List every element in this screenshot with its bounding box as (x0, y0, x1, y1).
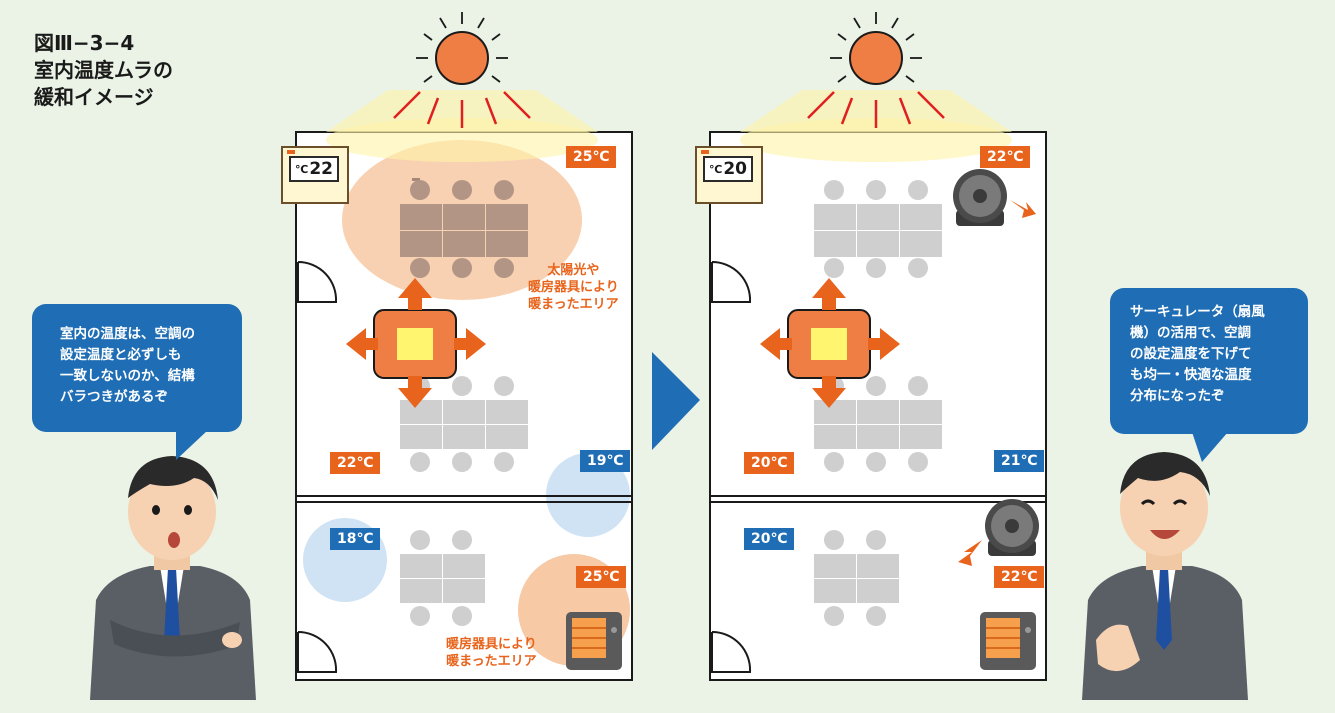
temp-label-bottom-right: 22℃ (994, 566, 1045, 588)
door (297, 260, 338, 303)
desk-cluster (814, 180, 942, 278)
heater-icon (980, 612, 1036, 670)
note-line: 暖まったエリア (446, 654, 537, 669)
door (297, 630, 338, 673)
title-line: 図Ⅲ−3−4 (34, 31, 135, 55)
desk-cluster (814, 376, 942, 472)
figure-title: 図Ⅲ−3−4 室内温度ムラの 緩和イメージ (34, 30, 173, 111)
person-icon (90, 452, 1248, 700)
note-line: 暖まったエリア (528, 297, 619, 312)
speech-line: サーキュレータ（扇風 (1130, 304, 1265, 320)
temp-label-top-right: 22℃ (980, 146, 1031, 168)
air-conditioner-icon (346, 278, 486, 408)
note-sun-heater: 太陽光や 暖房器具により 暖まったエリア (528, 262, 619, 313)
title-line: 室内温度ムラの (34, 58, 173, 82)
desk-cluster (400, 530, 485, 626)
temp-label-mid-right: 21℃ (994, 450, 1045, 472)
note-heater: 暖房器具により 暖まったエリア (446, 636, 537, 670)
thermostat-unit: ℃ (295, 162, 309, 176)
speech-line: 室内の温度は、空調の (60, 326, 195, 342)
air-conditioner-icon (760, 278, 900, 408)
next-arrow-icon (652, 352, 700, 450)
heater-icon (566, 612, 622, 670)
temp-label-mid-left: 20℃ (744, 452, 795, 474)
speech-line: バラつきがあるぞ (60, 389, 168, 405)
thermostat-display: ℃ 22 (289, 156, 339, 182)
speech-line: 機）の活用で、空調 (1130, 325, 1251, 341)
speech-bubble-after: サーキュレータ（扇風 機）の活用で、空調 の設定温度を下げて も均一・快適な温度… (1110, 288, 1308, 434)
speech-bubble-before: 室内の温度は、空調の 設定温度と必ずしも 一致しないのか、結構 バラつきがあるぞ (32, 304, 242, 432)
temp-label-top-right: 25℃ (566, 146, 617, 168)
temp-label-mid-left: 22℃ (330, 452, 381, 474)
temp-label-bottom-left: 20℃ (744, 528, 795, 550)
thermostat-unit: ℃ (709, 162, 723, 176)
door (711, 260, 752, 303)
thermostat-value: 22 (309, 159, 333, 179)
note-line: 暖房器具により (528, 280, 619, 295)
temp-label-bottom-right: 25℃ (576, 566, 627, 588)
circulator-fan-icon (958, 499, 1039, 566)
thermostat-display: ℃ 20 (703, 156, 753, 182)
note-line: 太陽光や (547, 263, 600, 278)
thermostat-icon: ℃ 22 (281, 146, 349, 204)
temp-label-bottom-left: 18℃ (330, 528, 381, 550)
speech-line: も均一・快適な温度 (1130, 367, 1252, 383)
desk-cluster (814, 530, 899, 626)
title-line: 緩和イメージ (34, 85, 154, 109)
sun-icon (393, 12, 531, 128)
room-after (709, 90, 1047, 681)
speech-line: 一致しないのか、結構 (60, 368, 195, 384)
thermostat-icon: ℃ 20 (695, 146, 763, 204)
note-line: 暖房器具により (446, 637, 537, 652)
circulator-fan-icon (953, 169, 1036, 226)
temp-label-mid-right: 19℃ (580, 450, 631, 472)
door (711, 630, 752, 673)
speech-line: の設定温度を下げて (1130, 346, 1252, 362)
speech-line: 設定温度と必ずしも (60, 347, 182, 363)
thermostat-value: 20 (723, 159, 747, 179)
desk-cluster (400, 178, 528, 278)
speech-line: 分布になったぞ (1130, 388, 1225, 404)
sun-icon (807, 12, 945, 128)
